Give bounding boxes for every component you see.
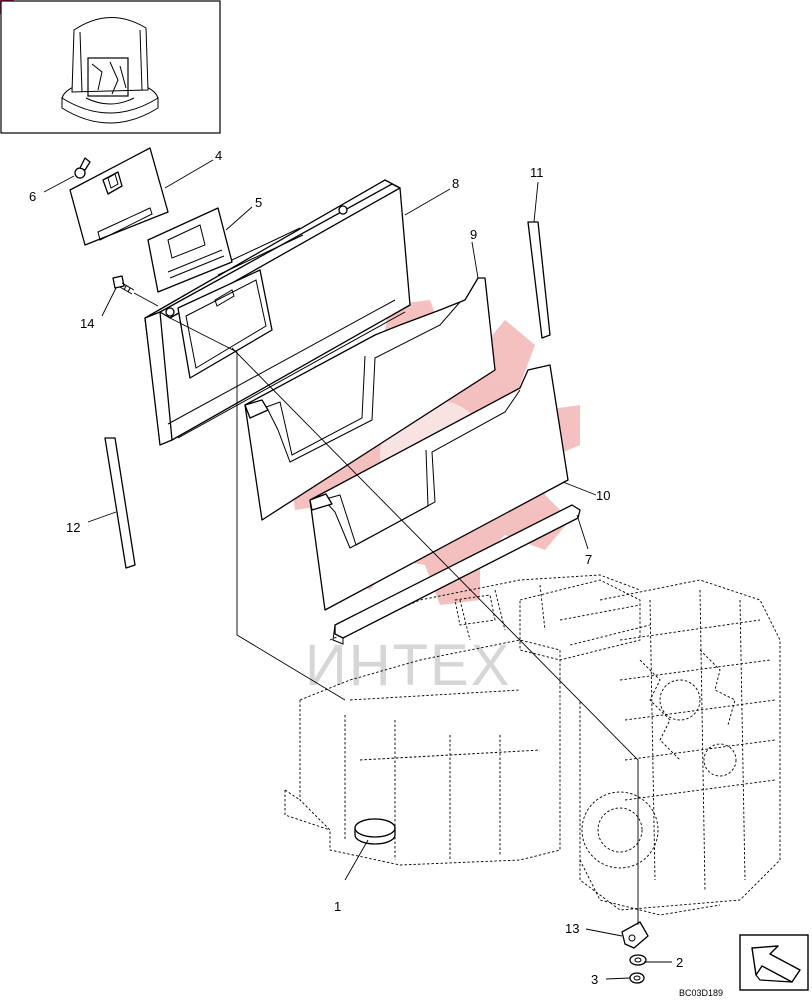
engine-frame-phantom bbox=[284, 574, 781, 916]
callout-4: 4 bbox=[215, 148, 222, 163]
callout-2: 2 bbox=[676, 955, 683, 970]
inset-thumbnail bbox=[0, 0, 221, 134]
callout-13: 13 bbox=[565, 921, 579, 936]
part-4-cover-plate bbox=[69, 147, 169, 246]
drawing-code: BC03D189 bbox=[679, 988, 723, 998]
part-6-clip bbox=[74, 157, 91, 179]
part-11-strip bbox=[527, 221, 551, 339]
part-8-upper-panel bbox=[144, 179, 411, 446]
watermark-text: ИНТЕХ bbox=[305, 633, 511, 698]
callout-12: 12 bbox=[66, 520, 80, 535]
callout-labels: 1 2 3 4 5 6 7 8 9 10 11 12 13 14 bbox=[29, 148, 683, 987]
part-14-bolt bbox=[112, 275, 135, 295]
part-3-washer bbox=[629, 972, 645, 984]
part-5-window-plate bbox=[147, 207, 233, 293]
part-12-strip bbox=[104, 437, 136, 569]
part-1-plug bbox=[354, 818, 396, 845]
callout-6: 6 bbox=[29, 189, 36, 204]
part-10-lower-panel bbox=[309, 364, 569, 611]
part-2-nut bbox=[629, 954, 647, 966]
callout-7: 7 bbox=[585, 552, 592, 567]
callout-9: 9 bbox=[470, 227, 477, 242]
callout-14: 14 bbox=[80, 316, 94, 331]
part-9-middle-panel bbox=[244, 277, 496, 521]
machine-thumbnail-icon bbox=[61, 17, 159, 124]
callout-5: 5 bbox=[255, 195, 262, 210]
part-13-clamp bbox=[621, 921, 649, 949]
callout-11: 11 bbox=[530, 165, 544, 180]
orientation-arrow-icon bbox=[739, 934, 809, 991]
callout-8: 8 bbox=[452, 176, 459, 191]
callout-10: 10 bbox=[596, 488, 610, 503]
assembly-guide-lines bbox=[169, 317, 639, 925]
leader-lines bbox=[43, 159, 672, 980]
callout-1: 1 bbox=[334, 899, 341, 914]
callout-3: 3 bbox=[591, 972, 598, 987]
